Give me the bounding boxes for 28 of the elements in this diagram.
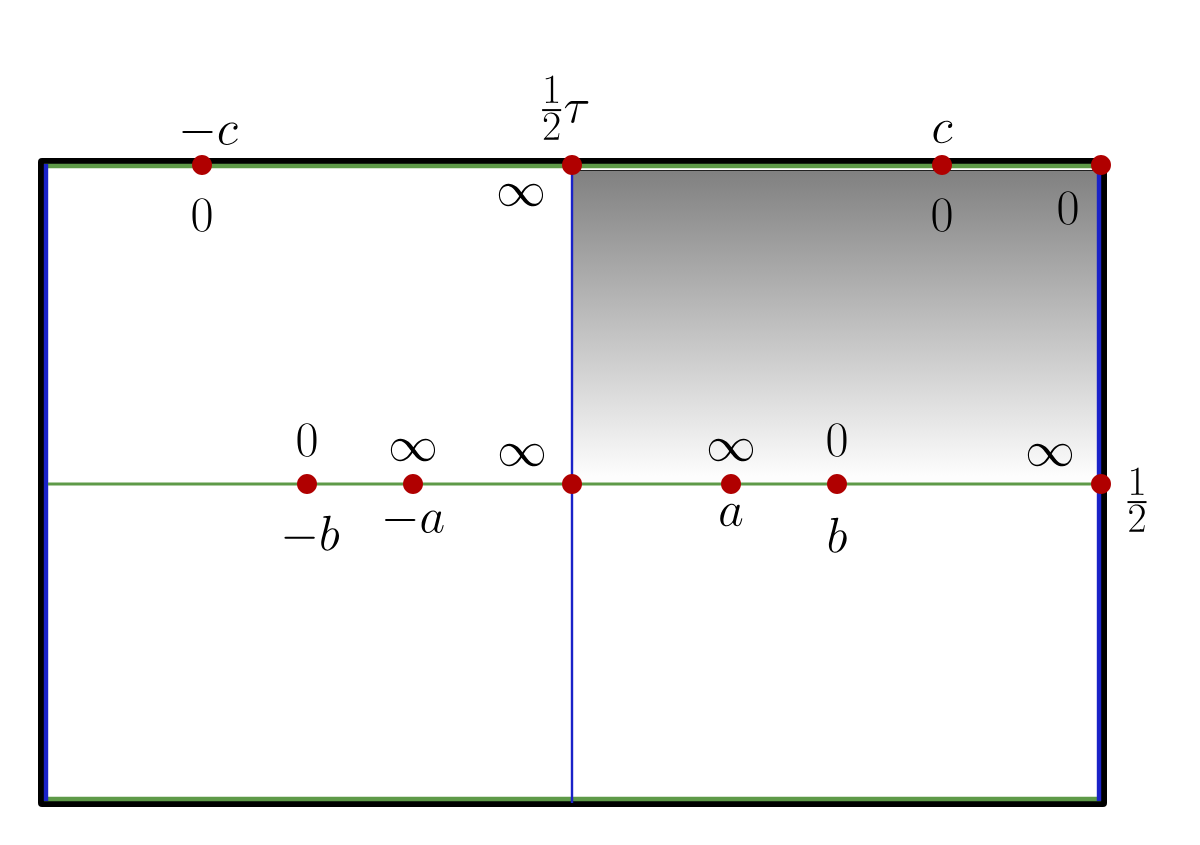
point-marker: [297, 474, 317, 494]
point-label: $\infty$: [390, 438, 436, 462]
point-label: $\infty$: [708, 438, 754, 462]
point-marker: [562, 155, 582, 175]
point-label: $-a$: [385, 510, 444, 533]
point-label: $-c$: [182, 122, 238, 145]
point-label: $\infty$: [498, 183, 544, 207]
point-label: $\infty$: [499, 443, 545, 467]
point-label: $c$: [933, 120, 953, 144]
point-marker: [562, 474, 582, 494]
point-label: $a$: [720, 503, 743, 527]
point-marker: [1091, 474, 1111, 494]
point-marker: [1091, 155, 1111, 175]
point-marker: [721, 474, 741, 494]
point-marker: [403, 474, 423, 494]
point-label: $0$: [1058, 191, 1078, 225]
point-marker: [932, 155, 952, 175]
point-label: $\infty$: [1027, 443, 1073, 467]
point-label: $b$: [828, 517, 847, 553]
point-label: $0$: [192, 198, 212, 232]
point-marker: [192, 155, 212, 175]
point-label: $0$: [932, 198, 952, 232]
point-label: $0$: [827, 423, 847, 457]
point-label: $\frac{1}{2}\tau$: [542, 75, 589, 140]
point-marker: [827, 474, 847, 494]
point-label: $0$: [297, 423, 317, 457]
point-label: $\frac{1}{2}$: [1127, 467, 1147, 532]
point-label: $-b$: [284, 515, 340, 551]
